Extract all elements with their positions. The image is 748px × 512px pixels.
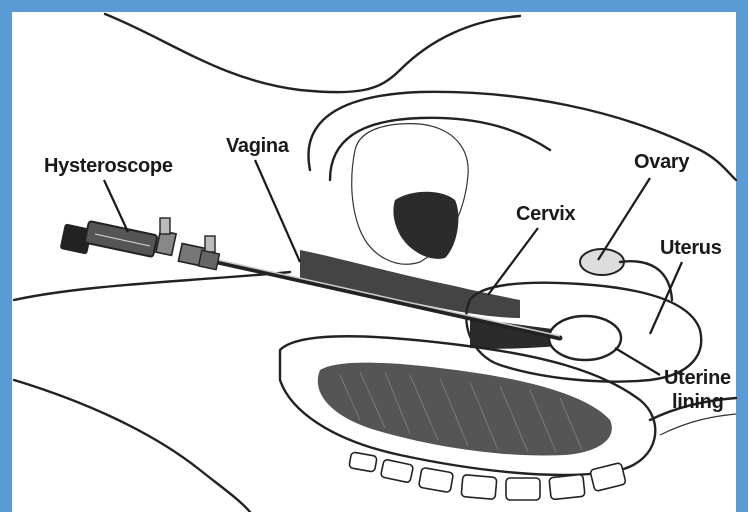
leader-uterine-lining	[615, 348, 660, 375]
label-vagina: Vagina	[226, 135, 290, 157]
vertebrae	[349, 452, 626, 500]
body-back-outline	[105, 14, 520, 92]
label-uterine-lining-line1: Uterine	[664, 367, 731, 389]
label-hysteroscope: Hysteroscope	[44, 155, 173, 177]
leader-uterus	[650, 262, 682, 334]
bladder-cavity	[393, 192, 458, 259]
frame-border	[6, 6, 742, 512]
label-cervix: Cervix	[516, 203, 576, 225]
leader-vagina	[255, 160, 300, 262]
sacrum-curves-2	[660, 414, 736, 435]
label-uterine-lining-line2: lining	[672, 391, 724, 413]
bladder-inner	[330, 118, 550, 180]
thigh-lower-outline	[14, 380, 250, 512]
vaginal-wall	[300, 250, 520, 318]
label-ovary: Ovary	[634, 151, 690, 173]
label-uterus: Uterus	[660, 237, 722, 259]
leader-ovary	[598, 178, 650, 260]
thigh-outline	[14, 272, 290, 300]
